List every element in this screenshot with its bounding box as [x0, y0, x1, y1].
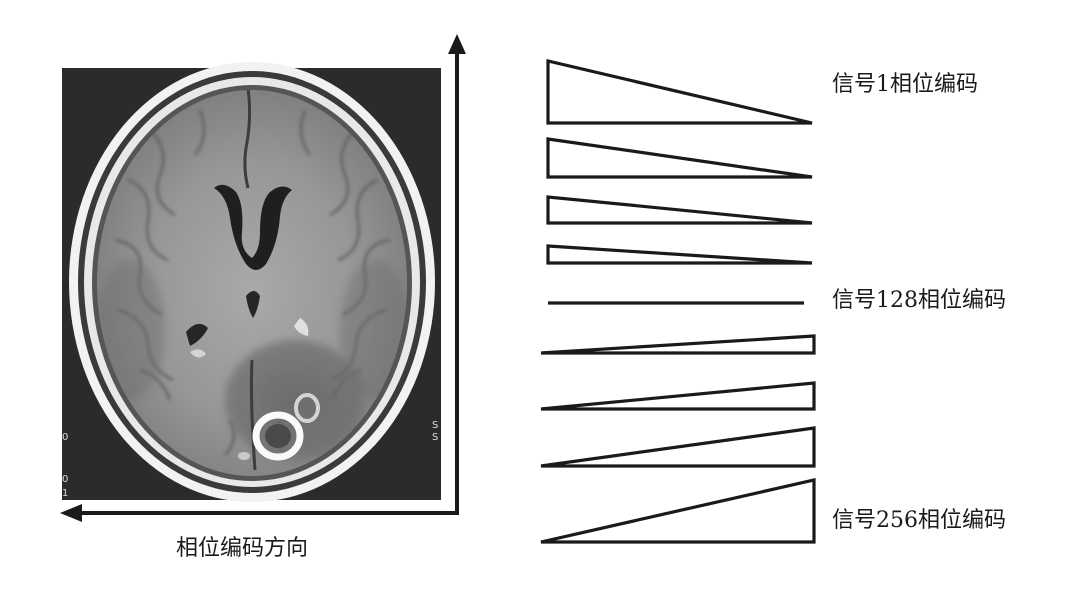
horizontal-axis-arrowhead — [60, 504, 82, 522]
phase-encoding-direction-label: 相位编码方向 — [176, 536, 309, 561]
gradient-step-8 — [540, 426, 816, 468]
phase-gradient-steps — [540, 58, 816, 544]
gradient-step-6 — [540, 334, 816, 355]
svg-text:0: 0 — [62, 432, 68, 443]
gradient-step-9 — [540, 477, 816, 544]
signal-256-label: 信号256相位编码 — [832, 508, 1006, 533]
svg-text:S: S — [432, 420, 438, 431]
svg-text:S: S — [432, 432, 438, 443]
signal-128-label: 信号128相位编码 — [832, 288, 1006, 313]
interhemispheric-fissure — [243, 90, 252, 189]
gradient-step-4 — [546, 244, 813, 265]
phase-axes — [60, 34, 466, 522]
lateral-ventricles — [214, 184, 292, 270]
vertical-axis-arrowhead — [448, 34, 466, 54]
svg-text:1: 1 — [62, 488, 68, 499]
signal-1-label: 信号1相位编码 — [832, 72, 978, 97]
gradient-step-7 — [540, 381, 816, 411]
gradient-step-3 — [546, 195, 813, 225]
gradient-step-1 — [546, 58, 813, 125]
enhancing-lesion — [238, 393, 320, 461]
gradient-step-2 — [546, 137, 813, 179]
brain-mri-image: 0 0 1 S S — [62, 62, 441, 502]
svg-text:0: 0 — [62, 474, 68, 485]
